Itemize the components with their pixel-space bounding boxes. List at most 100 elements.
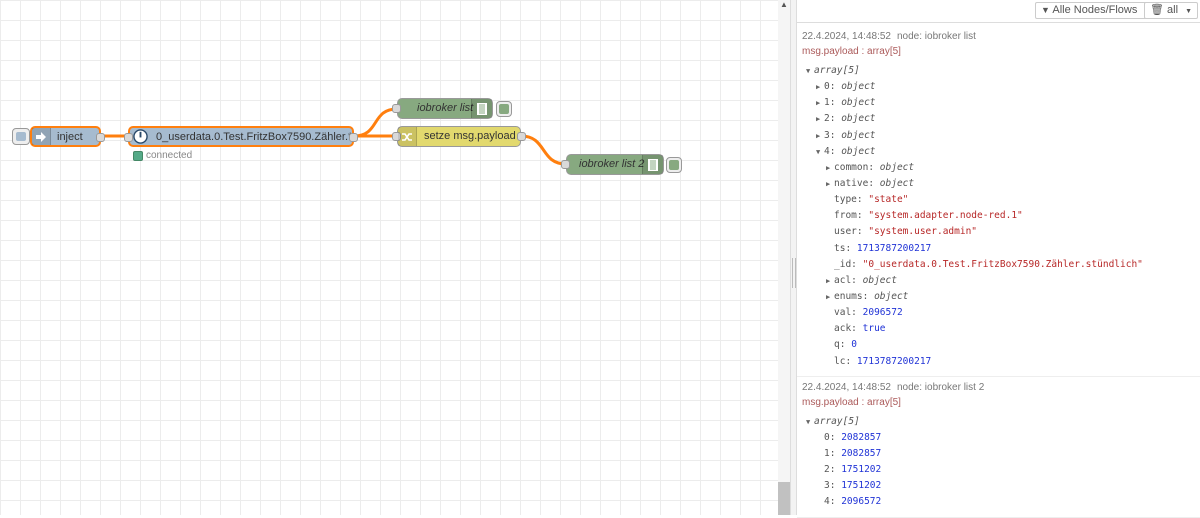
wire-setze-list2[interactable] xyxy=(520,134,567,166)
power-icon xyxy=(130,128,150,145)
wire-fritz-list1[interactable] xyxy=(353,107,398,138)
iobroker-in-node[interactable]: 0_userdata.0.Test.FritzBox7590.Zähler.* xyxy=(124,126,358,147)
message-meta: 22.4.2024, 14:48:52 node: iobroker list xyxy=(802,31,1200,43)
tree-row[interactable]: ▶0: object xyxy=(802,79,1200,95)
message-tree: ▼array[5]▶0: object▶1: object▶2: object▶… xyxy=(802,63,1200,370)
flow-canvas[interactable]: inject 0_userdata.0.Test.FritzBox7590.Zä… xyxy=(0,0,778,515)
filter-dropdown[interactable]: ▼ Alle Nodes/Flows ▼ xyxy=(1035,2,1158,19)
caret-right-icon[interactable]: ▶ xyxy=(826,163,831,172)
tree-value: object xyxy=(841,145,876,157)
tree-separator: : xyxy=(856,210,869,222)
tree-row[interactable]: ▼4: object xyxy=(802,144,1200,160)
message-node[interactable]: node: iobroker list 2 xyxy=(896,381,985,393)
tree-separator: : xyxy=(829,447,842,459)
debug-sidebar: ▼ Alle Nodes/Flows ▼ 🗑 all ▼ 22.4.2024, … xyxy=(797,0,1200,518)
tree-row: _id: "0_userdata.0.Test.FritzBox7590.Zäh… xyxy=(802,257,1200,273)
caret-right-icon[interactable]: ▶ xyxy=(816,83,821,92)
tree-value: object xyxy=(841,113,876,125)
node-status: connected xyxy=(133,150,192,161)
caret-right-icon[interactable]: ▶ xyxy=(826,276,831,285)
tree-value: object xyxy=(841,81,876,93)
tree-key: val xyxy=(834,307,852,319)
iobroker-list-node[interactable]: iobroker list xyxy=(392,98,493,119)
tree-row[interactable]: ▼array[5] xyxy=(802,414,1200,430)
tree-key: 0 xyxy=(824,431,830,443)
tree-value: 2096572 xyxy=(841,496,882,508)
message-time: 22.4.2024, 14:48:52 xyxy=(802,31,891,42)
tree-row: 3: 1751202 xyxy=(802,478,1200,494)
tree-key: array[5] xyxy=(814,65,860,76)
arrow-right-icon xyxy=(32,128,51,145)
debug-toggle-icon xyxy=(669,160,679,170)
clear-dropdown[interactable]: 🗑 all ▼ xyxy=(1144,2,1199,19)
tree-separator: : xyxy=(829,480,842,492)
message-path[interactable]: msg.payload : array[5] xyxy=(802,396,901,408)
iobroker-in-label: 0_userdata.0.Test.FritzBox7590.Zähler.* xyxy=(156,131,353,143)
tree-row[interactable]: ▶native: object xyxy=(802,176,1200,192)
tree-row[interactable]: ▶common: object xyxy=(802,160,1200,176)
tree-separator: : xyxy=(856,226,869,238)
tree-key: 1 xyxy=(824,97,830,109)
tree-value: 1751202 xyxy=(841,480,882,492)
tree-value: 1751202 xyxy=(841,464,882,476)
tree-separator: : xyxy=(851,307,863,319)
caret-right-icon[interactable]: ▶ xyxy=(826,292,831,301)
canvas-scrollbar[interactable]: ▲ xyxy=(778,0,790,515)
message-node[interactable]: node: iobroker list xyxy=(896,31,976,42)
message-time: 22.4.2024, 14:48:52 xyxy=(802,381,891,393)
tree-value: "system.user.admin" xyxy=(868,226,978,238)
tree-row[interactable]: ▶acl: object xyxy=(802,273,1200,289)
caret-right-icon[interactable]: ▶ xyxy=(826,179,831,188)
tree-value: object xyxy=(874,290,909,302)
input-port[interactable] xyxy=(392,132,401,141)
input-port[interactable] xyxy=(392,104,401,113)
tree-separator: : xyxy=(829,431,842,443)
iobroker-list-2-node[interactable]: iobroker list 2 xyxy=(561,154,664,175)
tree-row: lc: 1713787200217 xyxy=(802,354,1200,370)
input-port[interactable] xyxy=(561,160,570,169)
tree-row: 2: 1751202 xyxy=(802,462,1200,478)
output-port[interactable] xyxy=(517,132,526,141)
tree-separator: : xyxy=(829,81,842,93)
caret-down-icon[interactable]: ▼ xyxy=(806,67,811,75)
tree-value: 0 xyxy=(851,339,857,351)
inject-node[interactable]: inject xyxy=(30,126,105,147)
change-node[interactable]: setze msg.payload xyxy=(392,126,526,147)
caret-right-icon[interactable]: ▶ xyxy=(816,131,821,140)
tree-row[interactable]: ▶1: object xyxy=(802,95,1200,111)
tree-value: true xyxy=(862,323,886,335)
tree-key: user xyxy=(834,226,857,238)
list-icon xyxy=(471,99,492,118)
caret-right-icon[interactable]: ▶ xyxy=(816,115,821,124)
message-path[interactable]: msg.payload : array[5] xyxy=(802,46,901,57)
status-text: connected xyxy=(146,150,193,161)
debug-messages: 22.4.2024, 14:48:52 node: iobroker list ms… xyxy=(797,23,1200,518)
tree-value: object xyxy=(862,274,897,286)
tree-key: type xyxy=(834,194,857,206)
tree-key: ack xyxy=(834,323,852,335)
tree-row: 1: 2082857 xyxy=(802,446,1200,462)
scrollbar-thumb[interactable] xyxy=(778,482,790,515)
debug-message: 22.4.2024, 14:48:52 node: iobroker list ms… xyxy=(797,23,1200,377)
output-port[interactable] xyxy=(349,133,358,142)
tree-key: 4 xyxy=(824,145,830,157)
tree-key: enums xyxy=(834,290,863,302)
caret-down-icon[interactable]: ▼ xyxy=(816,147,821,156)
tree-row: 4: 2096572 xyxy=(802,494,1200,510)
tree-key: common xyxy=(834,161,869,173)
tree-value: "system.adapter.node-red.1" xyxy=(868,210,1023,222)
tree-row[interactable]: ▼array[5] xyxy=(802,63,1200,79)
tree-row[interactable]: ▶3: object xyxy=(802,128,1200,144)
sidebar-splitter[interactable] xyxy=(790,0,797,515)
tree-row[interactable]: ▶2: object xyxy=(802,111,1200,127)
output-port[interactable] xyxy=(96,133,105,142)
message-meta: 22.4.2024, 14:48:52 node: iobroker list 2 xyxy=(802,382,1200,394)
input-port[interactable] xyxy=(124,133,133,142)
caret-right-icon[interactable]: ▶ xyxy=(816,99,821,108)
inject-button[interactable] xyxy=(12,128,30,145)
scroll-up-icon[interactable]: ▲ xyxy=(780,0,788,9)
tree-separator: : xyxy=(829,97,842,109)
tree-row[interactable]: ▶enums: object xyxy=(802,289,1200,305)
caret-down-icon[interactable]: ▼ xyxy=(806,417,811,426)
tree-value: object xyxy=(841,129,876,141)
